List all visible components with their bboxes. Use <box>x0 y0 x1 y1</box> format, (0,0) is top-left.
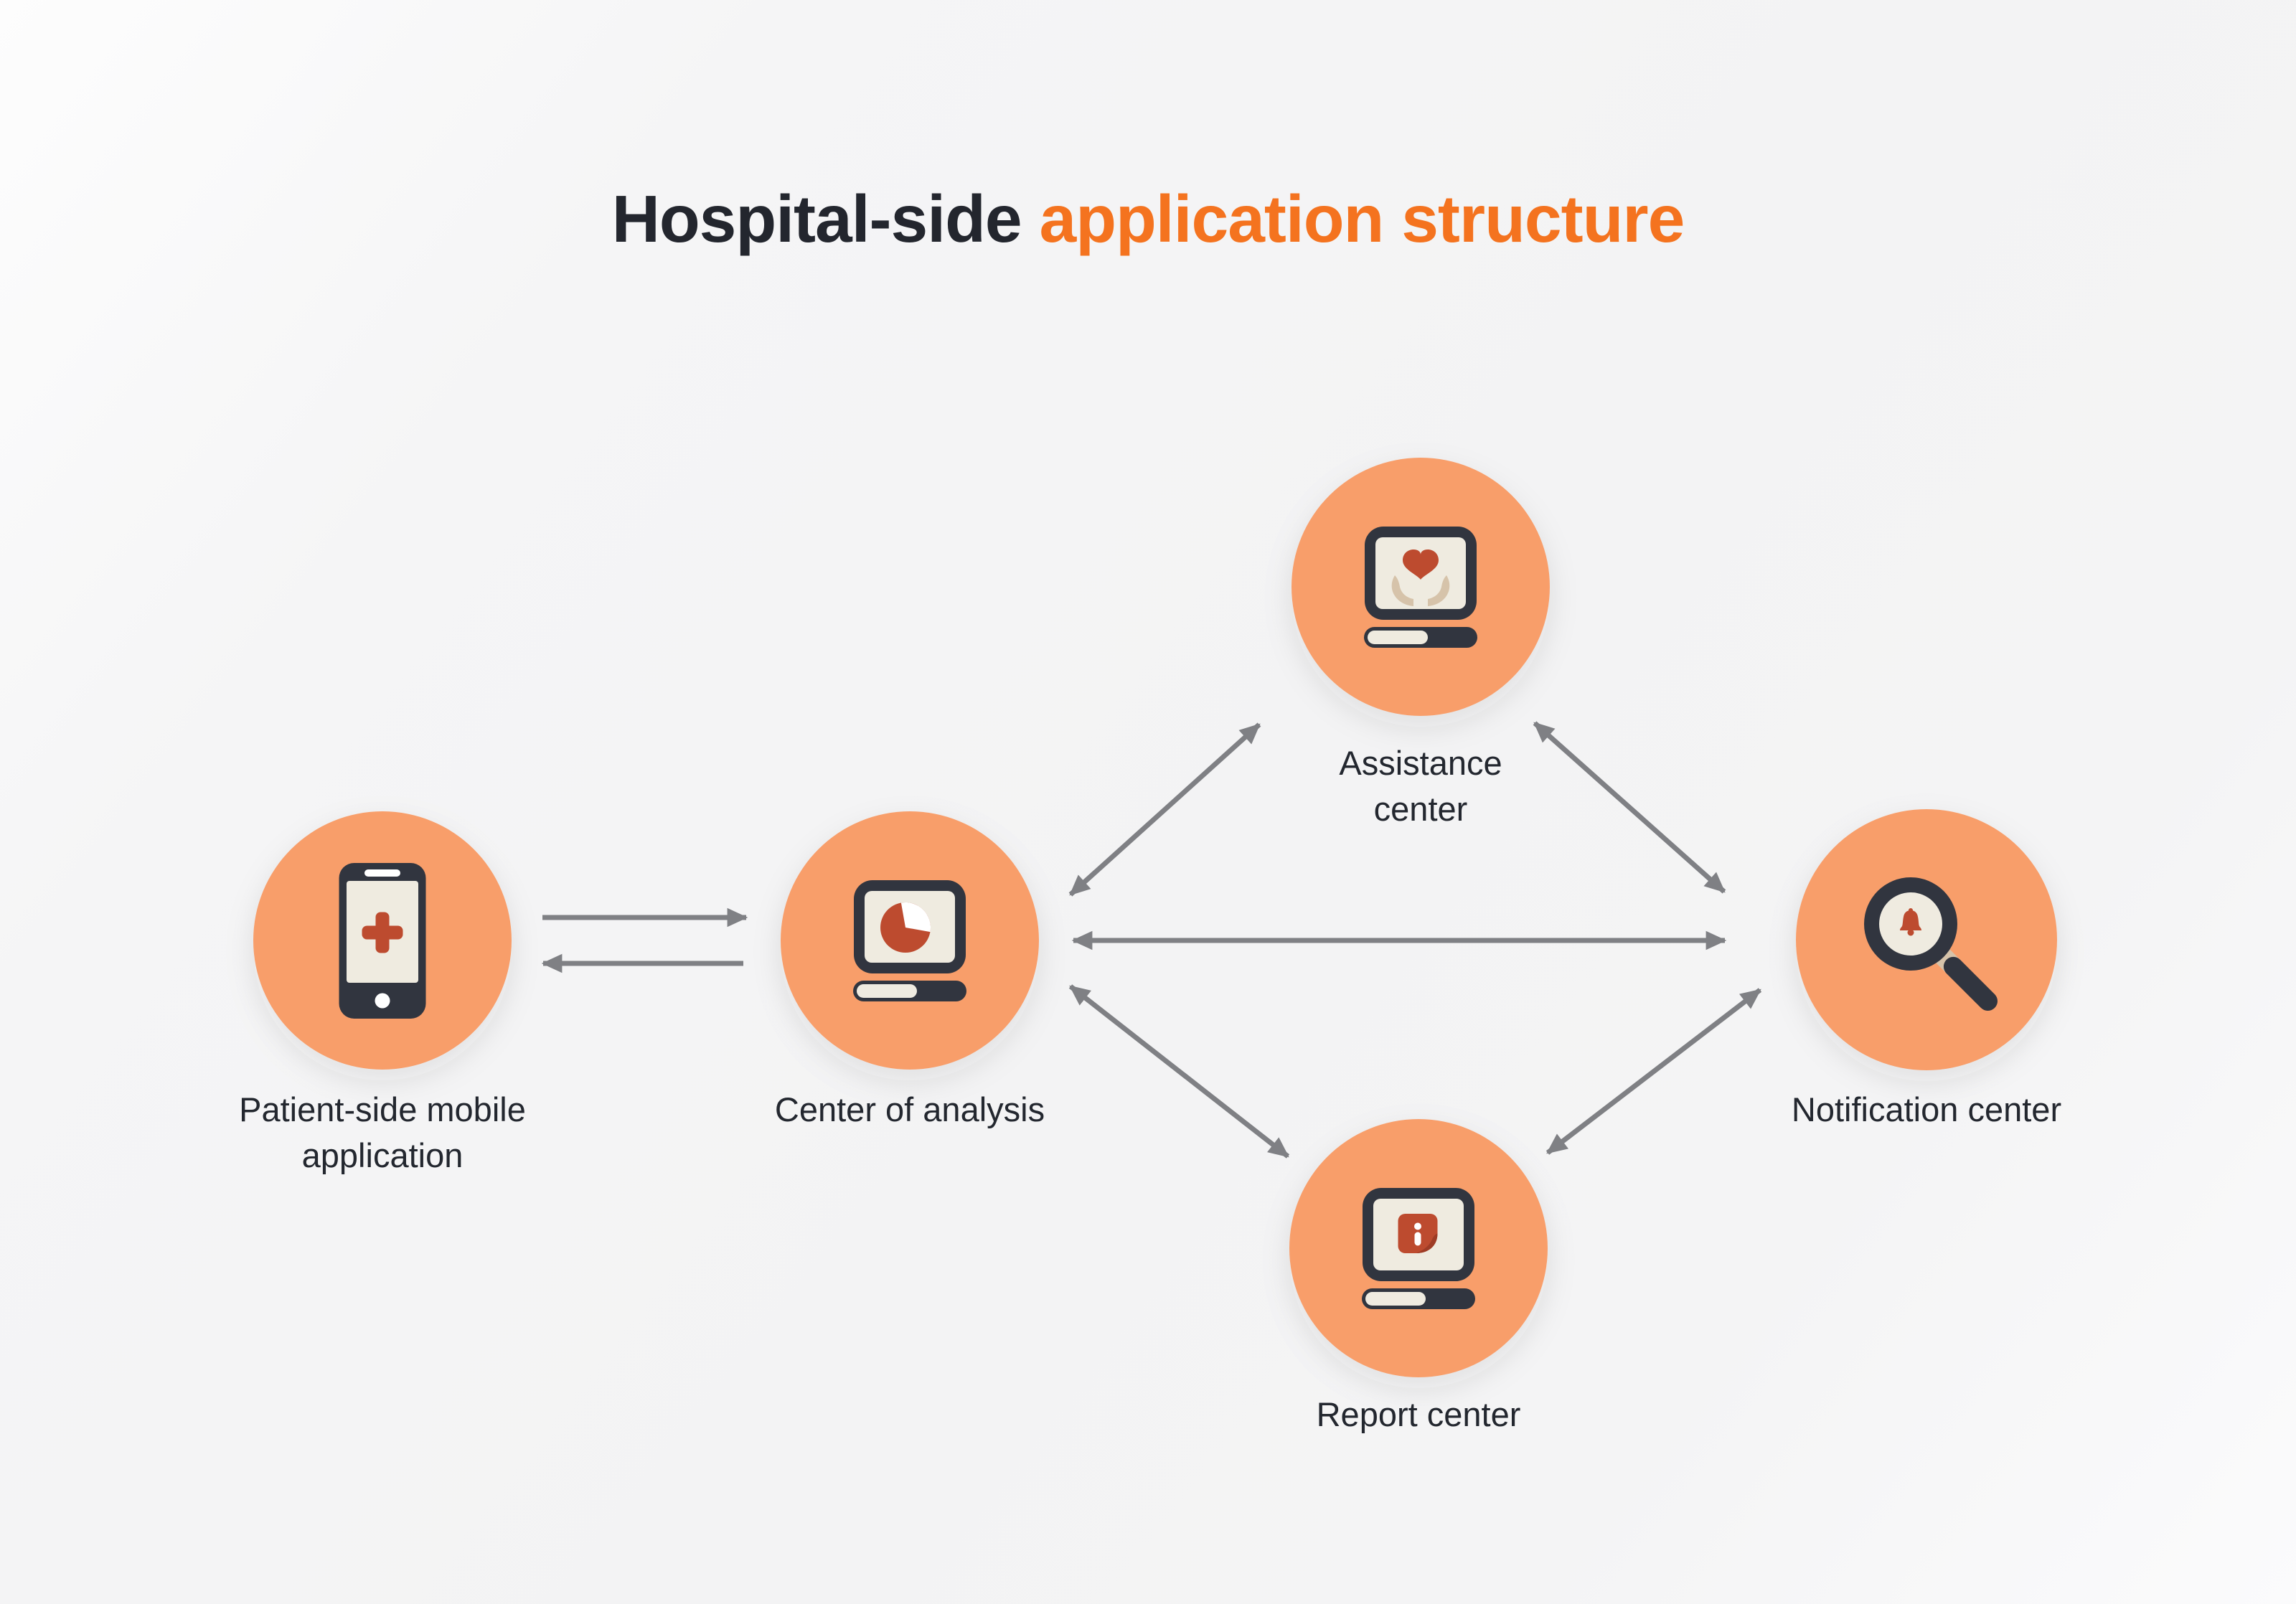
label-line: Patient-side mobile <box>239 1090 526 1128</box>
phone-home-button <box>375 993 390 1009</box>
pie-chart-glyph <box>880 902 931 953</box>
node-report-center <box>1289 1119 1548 1377</box>
medical-cross-glyph <box>362 912 403 953</box>
center-of-analysis-label: Center of analysis <box>695 1087 1125 1133</box>
arrow-assistance-notification <box>1533 721 1726 894</box>
medical-phone-icon <box>339 863 426 1019</box>
magnifier-handle <box>1943 956 1998 1011</box>
computer-info-note-icon <box>1362 1188 1475 1309</box>
title-dark-part: Hospital-side <box>611 181 1022 256</box>
info-note-glyph <box>1398 1214 1438 1253</box>
arrow-analysis-assistance <box>1068 722 1261 897</box>
node-notification-center <box>1796 809 2057 1070</box>
arrow-analysis-report <box>1068 984 1290 1159</box>
assistance-center-label: Assistance center <box>1205 740 1636 832</box>
node-center-of-analysis <box>781 811 1039 1070</box>
report-center-label: Report center <box>1203 1392 1634 1438</box>
label-line: Notification center <box>1791 1090 2062 1128</box>
patient-mobile-app-label: Patient-side mobile application <box>167 1087 598 1179</box>
magnifier-bell-icon <box>1864 877 1998 1011</box>
heart-glyph <box>1403 549 1439 580</box>
node-patient-mobile-app <box>253 811 512 1070</box>
label-line: center <box>1373 790 1468 828</box>
node-assistance-center <box>1292 458 1550 716</box>
bell-glyph <box>1900 908 1921 936</box>
page-title: Hospital-side application structure <box>0 181 2296 258</box>
label-line: Assistance <box>1339 744 1502 782</box>
notification-center-label: Notification center <box>1711 1087 2142 1133</box>
computer-heart-hands-icon <box>1364 527 1477 648</box>
computer-pie-chart-icon <box>853 880 966 1001</box>
label-line: Center of analysis <box>774 1090 1045 1128</box>
cupping-hands-glyph <box>1391 575 1450 606</box>
label-line: Report center <box>1316 1395 1521 1433</box>
label-line: application <box>301 1136 464 1174</box>
title-accent-part: application structure <box>1039 181 1685 256</box>
arrow-report-notification <box>1545 988 1762 1155</box>
connection-arrows <box>541 721 1762 1159</box>
